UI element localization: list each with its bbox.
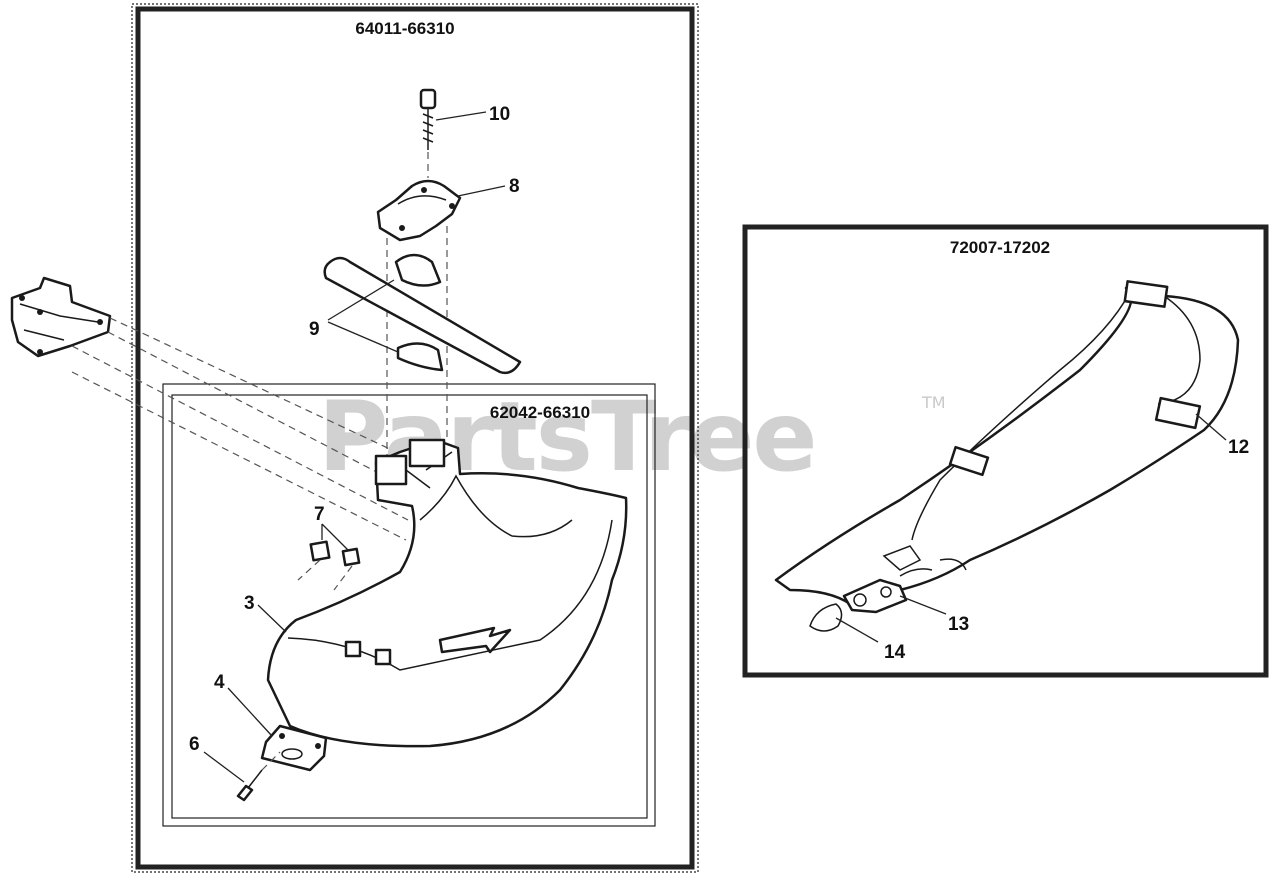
bolt-icon: [419, 88, 437, 150]
guard-group-number: 62042-66310: [490, 403, 590, 422]
callout-12: 12: [1228, 437, 1249, 458]
callout-4: 4: [214, 672, 225, 693]
callout-10: 10: [489, 104, 510, 125]
shoulder-strap-icon: [774, 280, 1240, 606]
guard-group-frame: 62042-66310: [162, 383, 656, 827]
callout-7: 7: [314, 504, 325, 525]
callout-14: 14: [884, 642, 906, 663]
clamp-icon: [376, 179, 462, 242]
blade-guard-icon: [266, 438, 628, 748]
strap-group-number: 72007-17202: [950, 238, 1050, 257]
watermark-trademark: TM: [921, 393, 946, 412]
hook-icon: [809, 568, 933, 632]
strap-group-frame: 72007-17202: [742, 224, 1269, 678]
screw-icon: [236, 769, 263, 802]
bracket-icon: [10, 276, 112, 358]
tube-group-frame: 64011-66310: [131, 3, 699, 873]
callout-8: 8: [509, 176, 520, 197]
plate-icon: [260, 724, 328, 772]
callout-13: 13: [948, 614, 969, 635]
callout-3: 3: [244, 593, 255, 614]
callout-9: 9: [309, 319, 320, 340]
nut-icon: [309, 540, 361, 567]
tube-icon: [323, 253, 522, 375]
callout-6: 6: [189, 734, 200, 755]
tube-group-number: 64011-66310: [355, 19, 454, 38]
